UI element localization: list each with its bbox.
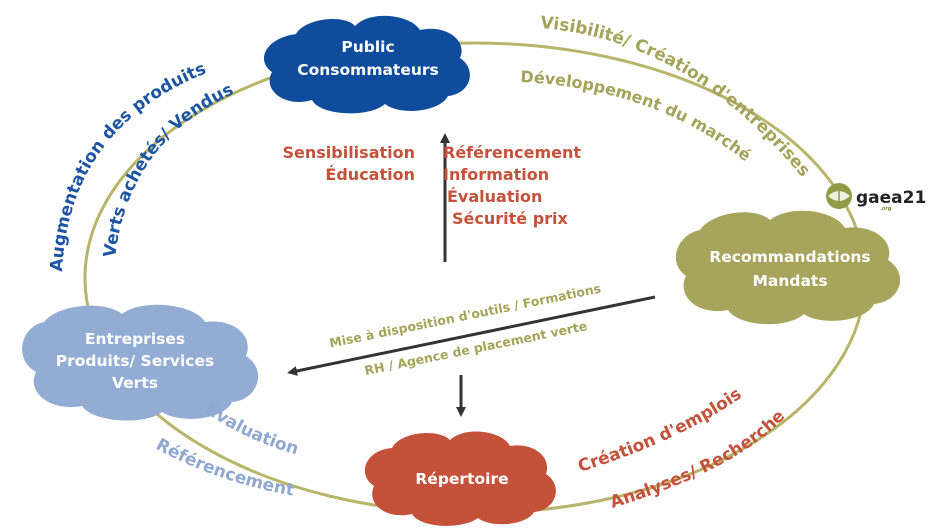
arrow-left-diagonal [287,295,656,376]
cloud-public-consommateurs: Public Consommateurs [263,15,470,114]
cloud-public-line1: Public [341,38,394,56]
cloud-entreprises: Entreprises Produits/ Services Verts [22,304,259,421]
text-sensibilisation: Sensibilisation [282,143,415,162]
arc-text-evaluation: Évaluation [202,398,301,459]
cloud-repertoire: Répertoire [364,431,556,526]
cloud-entreprises-line1: Entreprises [85,330,185,348]
cloud-repertoire-label: Répertoire [415,470,508,488]
cloud-recommandations-mandats: Recommandations Mandats [675,210,901,325]
gaea21-logo: gaea21 .org [826,183,926,212]
arc-text-verts-achetes: Verts achetés/ Vendus [100,80,236,259]
center-right-text: Référencement Information Évaluation Séc… [443,143,581,228]
cloud-public-line2: Consommateurs [297,61,439,79]
center-left-text: Sensibilisation Éducation [282,143,415,184]
text-information: Information [443,165,549,184]
text-education: Éducation [325,165,415,184]
cloud-entreprises-line3: Verts [112,374,158,392]
arc-text-augmentation: Augmentation des produits [47,59,209,272]
diagonal-texts: Mise à disposition d'outils / Formations… [328,281,602,378]
text-securite-prix: Sécurité prix [452,209,569,228]
logo-sub: .org [880,206,892,212]
cloud-recommandations-line1: Recommandations [709,248,870,266]
cloud-entreprises-line2: Produits/ Services [56,352,214,370]
cloud-recommandations-line2: Mandats [752,272,827,290]
text-evaluation: Évaluation [447,187,542,206]
logo-text: gaea21 [856,188,926,208]
text-referencement: Référencement [443,143,581,162]
